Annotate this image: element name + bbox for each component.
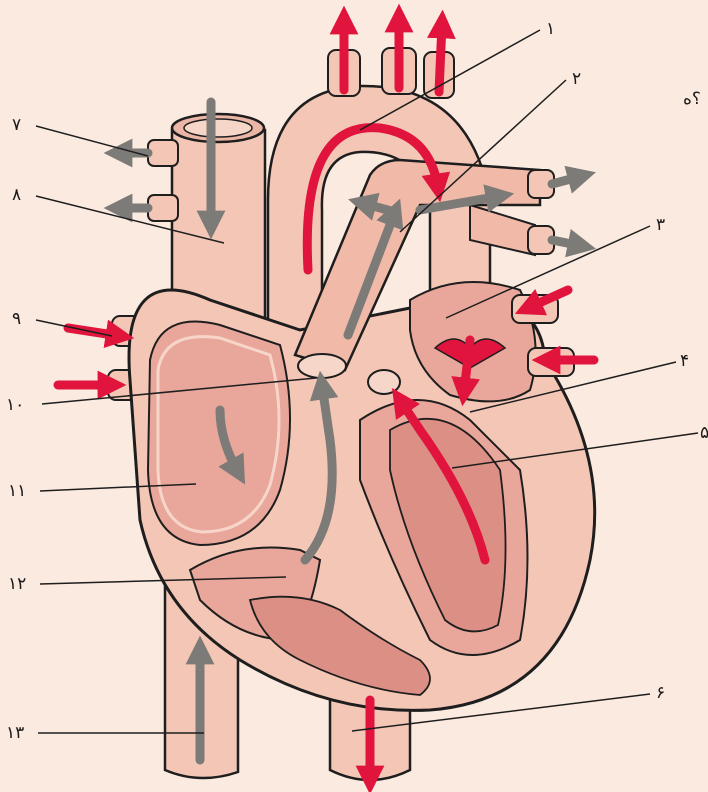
arrow-mitral bbox=[464, 340, 470, 392]
arrow-pulmonary-end-lower bbox=[552, 240, 582, 246]
label-7: ۷ bbox=[12, 115, 21, 135]
arrow-aorta-branch-3 bbox=[439, 24, 442, 92]
label-6: ۶ bbox=[656, 683, 665, 703]
label-9: ۹ bbox=[12, 309, 21, 329]
label-10: ۱۰ bbox=[6, 395, 24, 415]
label-1: ۱ bbox=[546, 19, 555, 39]
label-2: ۲ bbox=[572, 69, 581, 89]
label-12: ۱۲ bbox=[8, 574, 26, 594]
pulmonary-valve bbox=[298, 354, 346, 378]
label-8: ۸ bbox=[12, 185, 21, 205]
aortic-valve bbox=[368, 370, 400, 394]
superior-vena-cava-lumen bbox=[184, 119, 252, 137]
label-5: ۵ bbox=[700, 423, 708, 443]
label-11: ۱۱ bbox=[8, 481, 26, 501]
label-13: ۱۳ bbox=[6, 723, 24, 743]
label-4: ۴ bbox=[680, 351, 689, 371]
edge-text: ؟ه bbox=[683, 89, 701, 109]
label-3: ۳ bbox=[656, 215, 665, 235]
